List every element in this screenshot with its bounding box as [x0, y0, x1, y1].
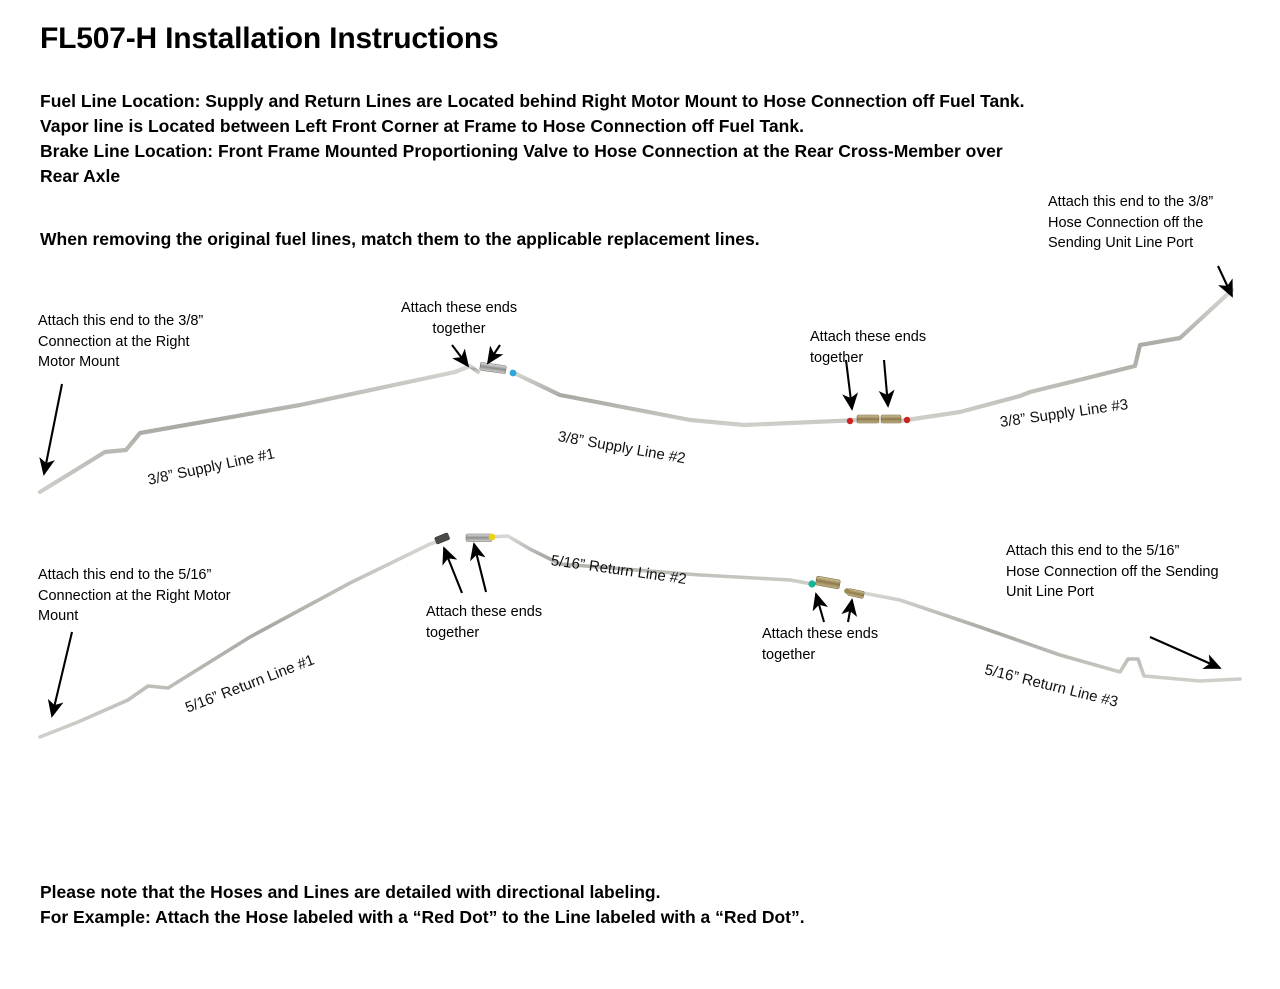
supply-line-2 [509, 369, 863, 428]
footer-note: Please note that the Hoses and Lines are… [40, 880, 1140, 930]
arrow-supply-mid2-a [842, 359, 859, 411]
return-connector-pair-2 [808, 576, 865, 599]
callout-line: Mount [38, 608, 79, 624]
callout-line: Attach this end to the 3/8” [38, 313, 204, 329]
fitting-body [434, 532, 450, 545]
intro-line-2: Vapor line is Located between Left Front… [40, 116, 804, 136]
callout-supply-right: Attach this end to the 3/8” Hose Connect… [1048, 192, 1213, 254]
page-title: FL507-H Installation Instructions [40, 22, 499, 55]
return-connector-pair-1 [434, 532, 496, 545]
arrow-supply-left [39, 383, 64, 476]
intro-paragraph: Fuel Line Location: Supply and Return Li… [40, 89, 1220, 189]
callout-line: Attach this end to the 5/16” [38, 567, 212, 583]
fitting-body [479, 362, 507, 374]
arrow-supply-mid2-b [878, 359, 895, 408]
olive-dot-icon [844, 588, 850, 594]
callout-line: Attach this end to the 5/16” [1006, 543, 1180, 559]
arrow-return-mid2-b [841, 598, 858, 623]
callout-line: Hose Connection off the [1048, 214, 1204, 231]
callout-line: Attach this end to the 3/8” [1048, 194, 1214, 210]
footer-line-1: Please note that the Hoses and Lines are… [40, 882, 661, 902]
fitting-body [847, 588, 865, 599]
callout-return-left: Attach this end to the 5/16” Connection … [38, 565, 231, 627]
callout-supply-mid1: Attach these ends together [401, 298, 517, 339]
callout-line: Attach these ends [762, 626, 879, 642]
callout-line: together [762, 646, 816, 663]
supply-connector-pair-1 [479, 362, 517, 377]
callout-supply-left: Attach this end to the 3/8” Connection a… [38, 311, 203, 373]
intro-line-1: Fuel Line Location: Supply and Return Li… [40, 91, 1025, 111]
footer-line-2: For Example: Attach the Hose labeled wit… [40, 907, 805, 927]
callout-line: Connection at the Right Motor [38, 587, 231, 604]
callout-line: together [432, 320, 486, 337]
yellow-dot-icon [488, 533, 496, 541]
supply-line-1 [37, 363, 481, 495]
teal-dot-icon [808, 580, 816, 588]
arrow-return-right [1149, 636, 1222, 669]
match-note-line: When removing the original fuel lines, m… [40, 229, 760, 249]
intro-line-4: Rear Axle [40, 166, 121, 186]
return-line-3 [856, 590, 1242, 683]
callout-line: Unit Line Port [1006, 584, 1094, 600]
callout-return-mid2: Attach these ends together [762, 624, 878, 665]
callout-line: Motor Mount [38, 354, 120, 370]
arrow-return-mid1-a [442, 546, 463, 594]
blue-dot-icon [509, 369, 517, 377]
intro-line-3: Brake Line Location: Front Frame Mounted… [40, 141, 1003, 161]
arrow-return-left [47, 631, 74, 718]
supply-line-3 [897, 287, 1235, 424]
fitting-body [856, 414, 880, 424]
callout-line: Hose Connection off the Sending [1006, 563, 1219, 580]
supply-connector-pair-2 [846, 414, 911, 425]
match-note: When removing the original fuel lines, m… [40, 227, 1040, 252]
callout-line: Connection at the Right [38, 333, 190, 350]
fitting-body [880, 414, 902, 424]
callout-line: together [810, 349, 864, 366]
callout-line: Attach these ends [401, 300, 518, 316]
callout-return-right: Attach this end to the 5/16” Hose Connec… [1006, 541, 1219, 603]
return-line-1 [38, 538, 445, 739]
callout-line: Attach these ends [810, 329, 927, 345]
fitting-body [465, 533, 493, 542]
callout-supply-mid2: Attach these ends together [810, 327, 926, 368]
arrow-supply-right [1217, 265, 1233, 298]
callout-line: together [426, 624, 480, 641]
arrow-supply-mid1-b [486, 344, 504, 365]
callout-return-mid1: Attach these ends together [426, 602, 542, 643]
arrow-return-mid1-b [470, 542, 488, 593]
red-dot-right-icon [903, 416, 911, 424]
red-dot-left-icon [846, 417, 854, 425]
callout-line: Sending Unit Line Port [1048, 235, 1194, 251]
callout-line: Attach these ends [426, 604, 543, 620]
return-line-2 [468, 534, 814, 586]
fitting-body [815, 576, 841, 589]
arrow-supply-mid1-a [451, 344, 470, 368]
arrow-return-mid2-a [812, 592, 828, 623]
